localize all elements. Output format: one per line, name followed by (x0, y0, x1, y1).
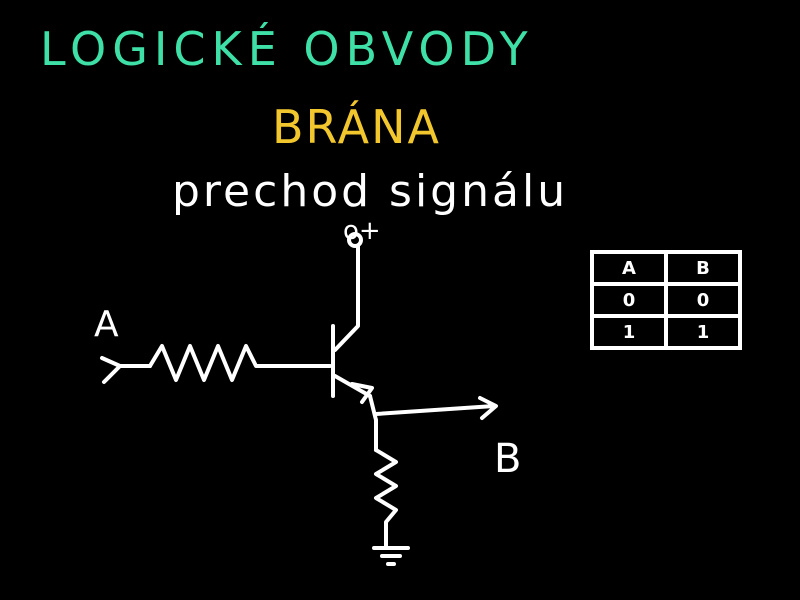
page-title: LOGICKÉ OBVODY (40, 22, 534, 76)
input-terminal (100, 356, 152, 384)
input-label: A (94, 304, 119, 345)
table-cell: 1 (664, 314, 742, 350)
table-header-a: A (590, 250, 668, 286)
table-cell: 0 (664, 282, 742, 318)
transistor-emitter (333, 374, 374, 404)
table-cell: 0 (590, 282, 668, 318)
emitter-resistor (374, 448, 398, 548)
table-row: 1 1 (590, 314, 742, 350)
ground-symbol (372, 546, 410, 566)
table-header-b: B (664, 250, 742, 286)
table-header-row: A B (590, 250, 742, 286)
supply-terminal (347, 232, 363, 248)
gate-heading: BRÁNA (272, 100, 442, 154)
output-wire (374, 396, 498, 420)
table-row: 0 0 (590, 282, 742, 318)
transistor-collector (333, 244, 360, 352)
supply-label: o+ (343, 216, 381, 246)
truth-table: A B 0 0 1 1 (590, 250, 742, 350)
emitter-node-wire (368, 394, 378, 452)
table-cell: 1 (590, 314, 668, 350)
signal-caption: prechod signálu (172, 166, 569, 217)
input-resistor (148, 344, 332, 382)
output-label: B (494, 436, 522, 482)
